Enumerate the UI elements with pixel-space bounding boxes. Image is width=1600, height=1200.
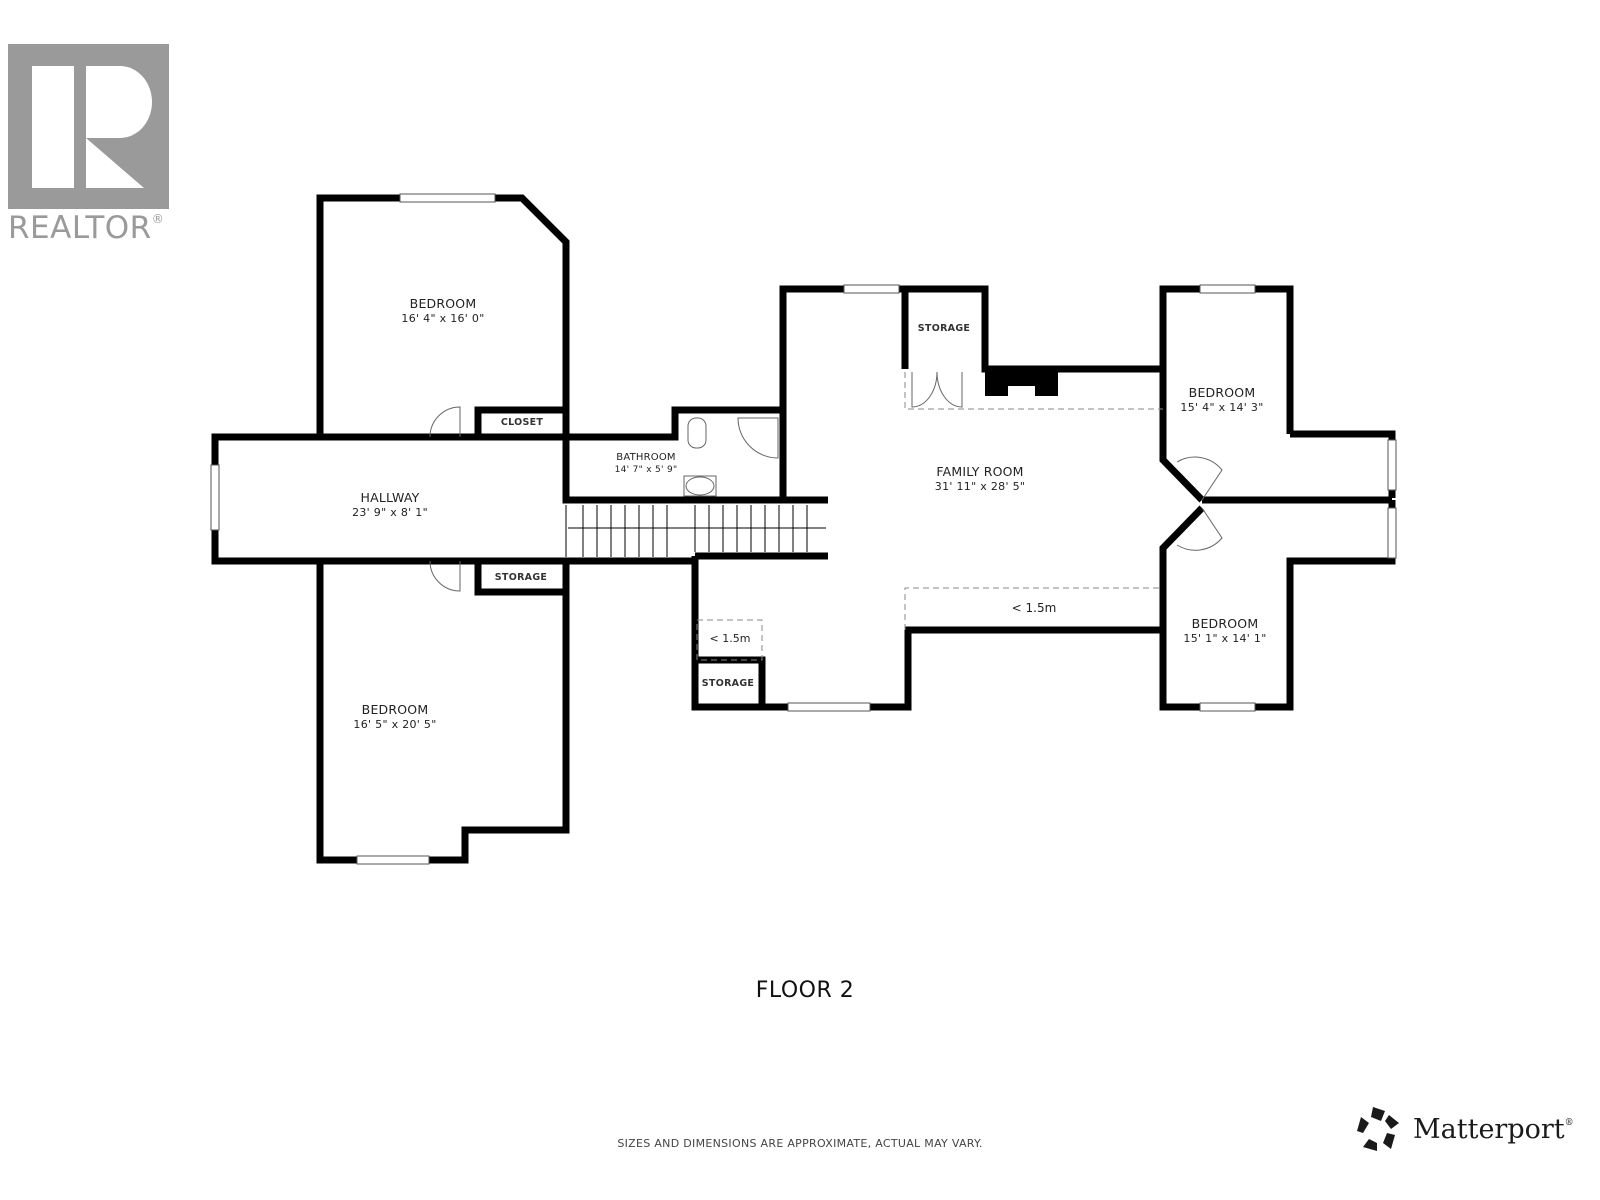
floor-title: FLOOR 2 bbox=[755, 978, 855, 1003]
closet-label: CLOSET bbox=[500, 417, 544, 428]
realtor-logo bbox=[8, 44, 169, 209]
room-bathroom: BATHROOM 14' 7" x 5' 9" bbox=[615, 452, 678, 476]
room-bedroom-top-right: BEDROOM 15' 4" x 14' 3" bbox=[1180, 385, 1263, 414]
matterport-wordmark: Matterport® bbox=[1413, 1113, 1574, 1145]
storage-label-hallway: STORAGE bbox=[494, 572, 548, 583]
low-ceiling-label-storage: < 1.5m bbox=[709, 632, 751, 645]
room-name: BATHROOM bbox=[616, 452, 676, 463]
room-dimensions: 31' 11" x 28' 5" bbox=[934, 479, 1026, 493]
room-dimensions: 15' 1" x 14' 1" bbox=[1183, 631, 1267, 645]
room-dimensions: 14' 7" x 5' 9" bbox=[614, 464, 678, 475]
disclaimer: SIZES AND DIMENSIONS ARE APPROXIMATE, AC… bbox=[617, 1137, 983, 1150]
room-dimensions: 16' 5" x 20' 5" bbox=[353, 717, 437, 731]
realtor-wordmark: REALTOR® bbox=[8, 210, 165, 246]
low-ceiling-label-family-room: < 1.5m bbox=[1011, 601, 1057, 615]
room-name: HALLWAY bbox=[360, 490, 420, 505]
realtor-r-icon bbox=[32, 66, 152, 188]
room-family-room: FAMILY ROOM 31' 11" x 28' 5" bbox=[935, 464, 1025, 493]
storage-label-lower: STORAGE bbox=[701, 678, 755, 689]
matterport-star-icon bbox=[1357, 1107, 1399, 1151]
room-dimensions: 23' 9" x 8' 1" bbox=[352, 505, 428, 519]
room-name: BEDROOM bbox=[361, 702, 429, 717]
storage-label-family-room: STORAGE bbox=[917, 323, 971, 334]
room-bedroom-bottom-left: BEDROOM 16' 5" x 20' 5" bbox=[353, 702, 436, 731]
matterport-logo: Matterport® bbox=[1355, 1105, 1574, 1153]
room-dimensions: 16' 4" x 16' 0" bbox=[401, 311, 485, 325]
room-bedroom-top-left: BEDROOM 16' 4" x 16' 0" bbox=[401, 296, 484, 325]
room-hallway: HALLWAY 23' 9" x 8' 1" bbox=[352, 490, 428, 519]
room-name: BEDROOM bbox=[1188, 385, 1256, 400]
room-dimensions: 15' 4" x 14' 3" bbox=[1180, 400, 1264, 414]
room-name: BEDROOM bbox=[1191, 616, 1259, 631]
room-bedroom-bottom-right: BEDROOM 15' 1" x 14' 1" bbox=[1183, 616, 1266, 645]
room-name: BEDROOM bbox=[409, 296, 477, 311]
room-name: FAMILY ROOM bbox=[936, 464, 1024, 479]
